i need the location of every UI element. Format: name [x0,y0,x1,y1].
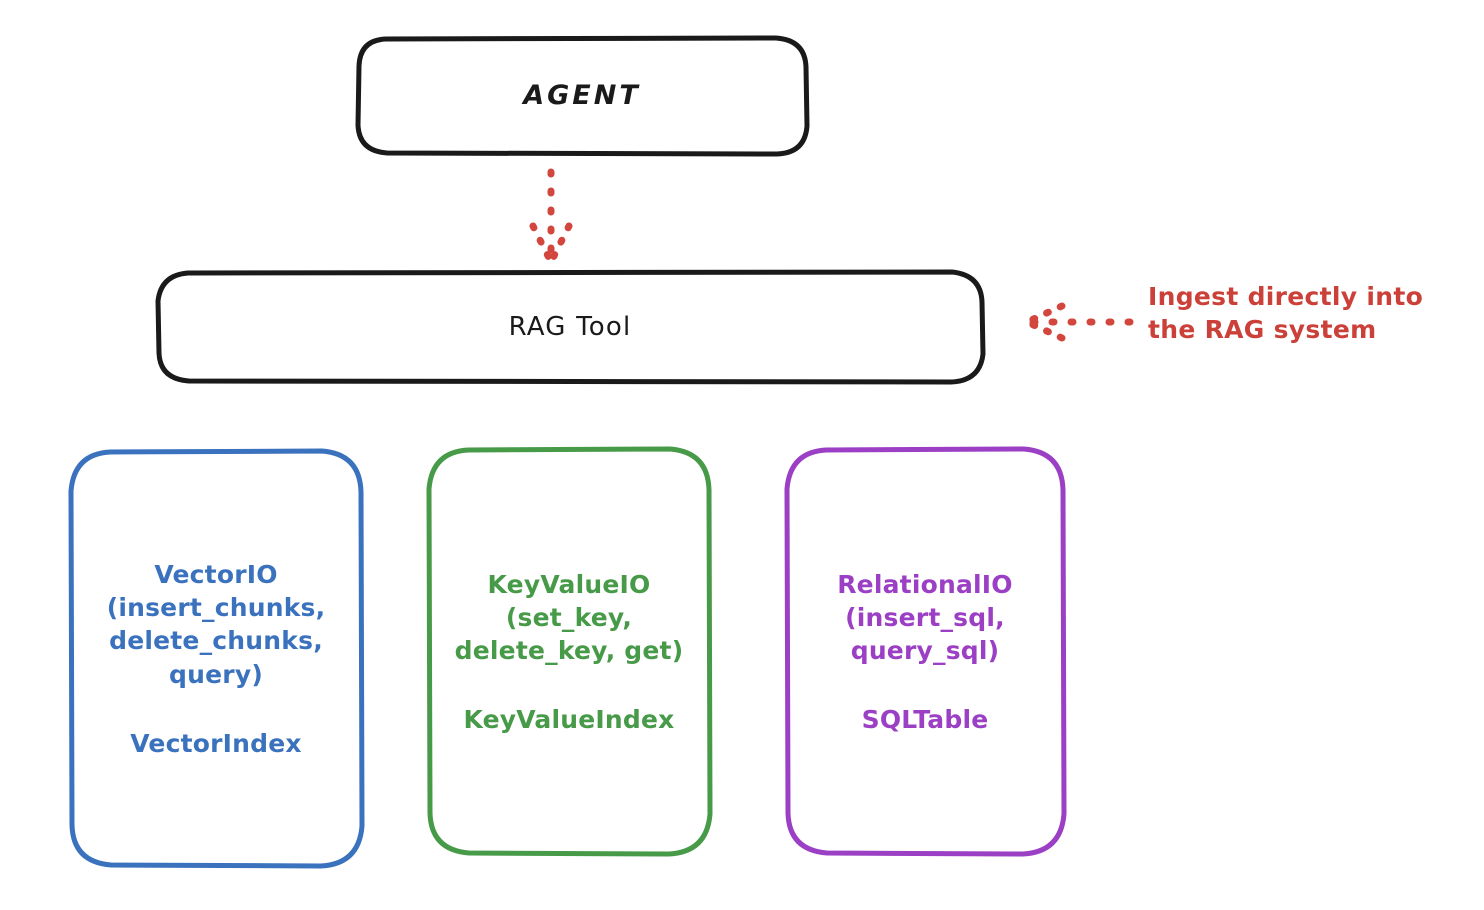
key-value-index-label: KeyValueIndex [463,705,675,735]
ingest-annotation-label: Ingest directly into the RAG system [1148,282,1424,345]
key-value-io-node-outline [426,446,713,857]
annotation-to-rag-arrow [1023,302,1134,342]
relational-io-api-label: RelationalIO (insert_sql, query_sql) [837,569,1013,666]
agent-node-label: AGENT [523,80,641,112]
vector-io-node[interactable]: VectorIO (insert_chunks, delete_chunks, … [68,448,365,870]
rag-tool-node[interactable]: RAG Tool [155,269,986,385]
vector-io-api-label: VectorIO (insert_chunks, delete_chunks, … [106,559,326,689]
key-value-io-api-label: KeyValueIO (set_key, delete_key, get) [454,569,684,666]
relational-io-node-outline [784,446,1067,857]
agent-node[interactable]: AGENT [355,35,810,157]
rag-tool-node-label: RAG Tool [508,311,632,342]
sql-table-label: SQLTable [861,705,989,735]
vector-index-label: VectorIndex [130,728,302,758]
rag-tool-node-outline [155,269,986,385]
agent-to-rag-arrow [529,168,573,266]
key-value-io-node[interactable]: KeyValueIO (set_key, delete_key, get) Ke… [426,446,713,858]
agent-node-outline [355,35,810,157]
relational-io-node[interactable]: RelationalIO (insert_sql, query_sql) SQL… [784,446,1067,858]
vector-io-node-outline [68,448,365,869]
